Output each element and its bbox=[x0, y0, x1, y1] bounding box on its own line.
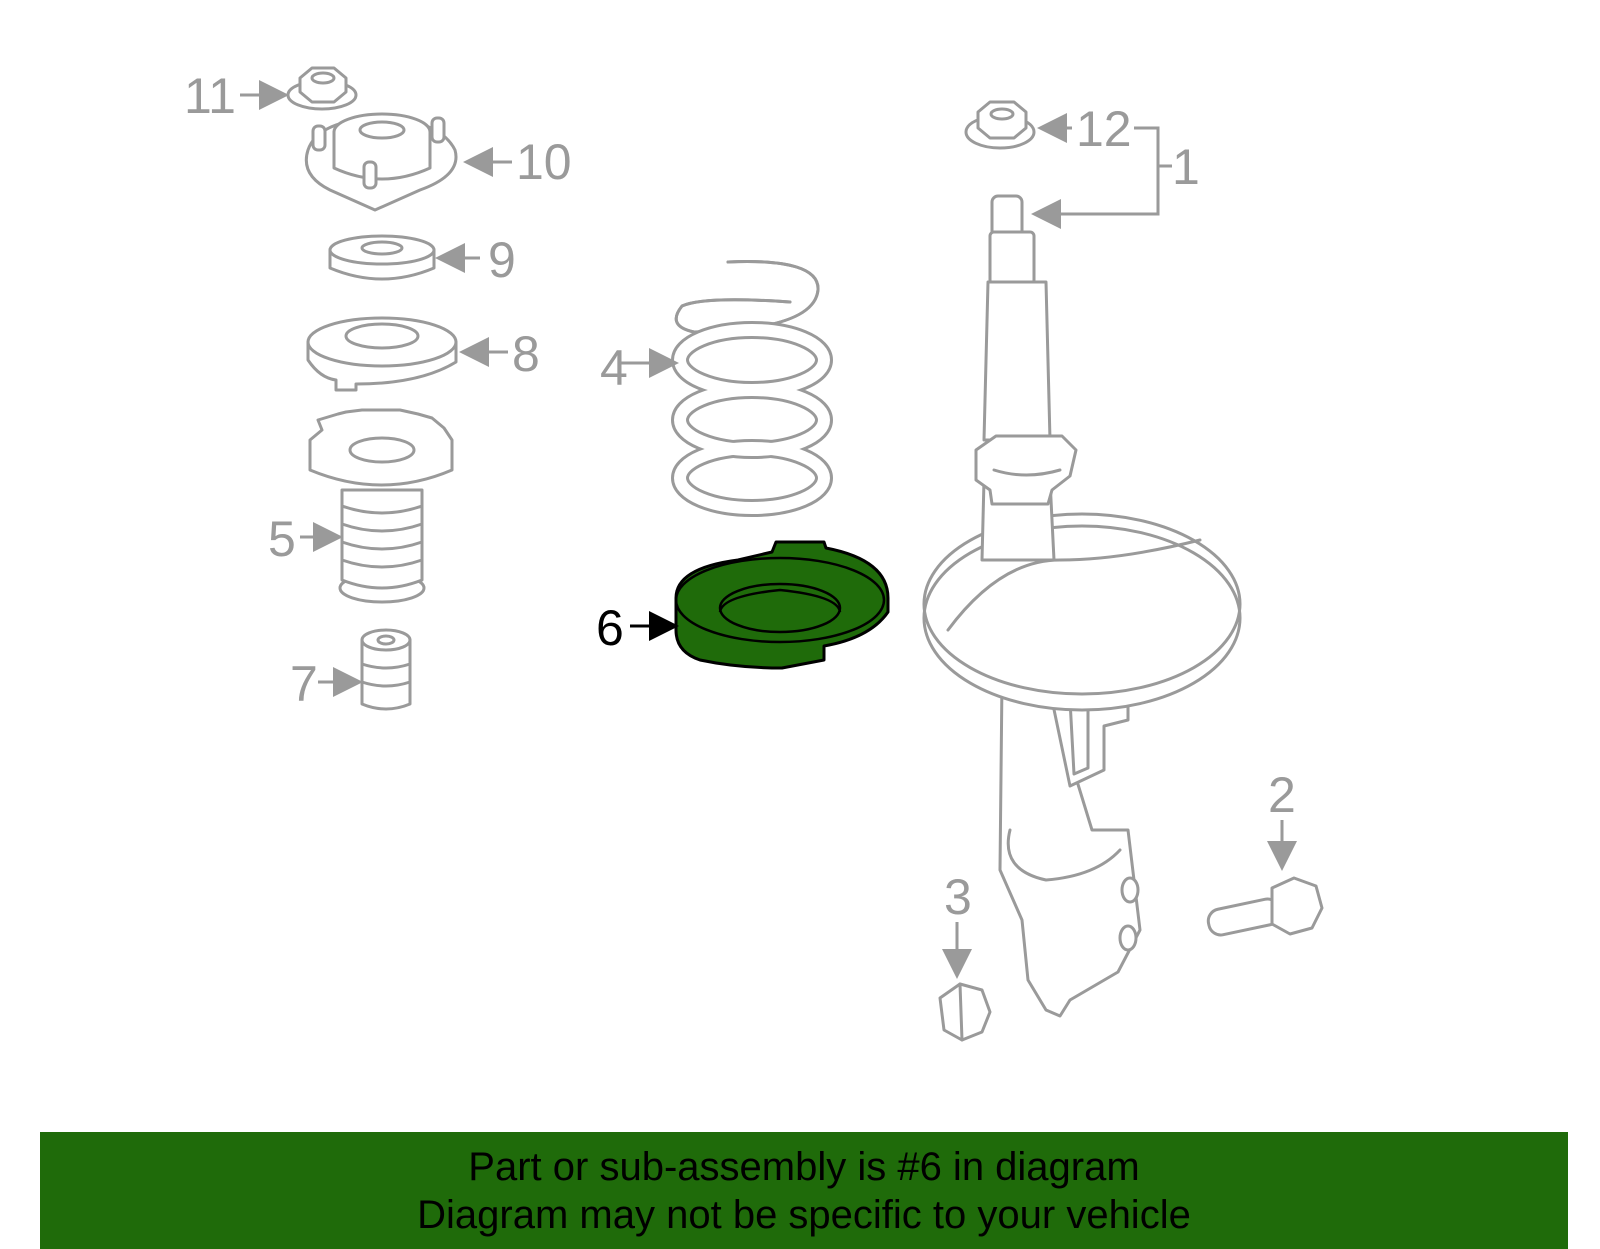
callout-11: 11 bbox=[184, 68, 236, 124]
callout-12: 12 bbox=[1076, 101, 1132, 157]
part-4-coil-spring[interactable] bbox=[671, 260, 833, 517]
callout-1: 1 bbox=[1172, 139, 1200, 195]
part-9-bearing[interactable] bbox=[328, 234, 436, 281]
callout-6: 6 bbox=[596, 600, 624, 656]
callout-labels: 11 10 9 8 4 5 6 7 12 1 2 3 bbox=[184, 68, 1296, 925]
callout-5: 5 bbox=[268, 511, 296, 567]
callout-7: 7 bbox=[290, 656, 318, 712]
callout-arrows bbox=[240, 80, 1297, 979]
info-banner: Part or sub-assembly is #6 in diagram Di… bbox=[40, 1132, 1568, 1249]
callout-10: 10 bbox=[516, 134, 572, 190]
part-8-upper-seat[interactable] bbox=[306, 316, 458, 392]
callout-2: 2 bbox=[1268, 767, 1296, 823]
part-7-bumper[interactable] bbox=[360, 628, 412, 711]
callout-3: 3 bbox=[944, 869, 972, 925]
banner-line-1: Part or sub-assembly is #6 in diagram bbox=[468, 1145, 1140, 1189]
part-3-nut[interactable] bbox=[938, 982, 992, 1042]
callout-9: 9 bbox=[488, 232, 516, 288]
callout-8: 8 bbox=[512, 326, 540, 382]
part-10-upper-mount[interactable] bbox=[304, 112, 458, 212]
part-2-bolt[interactable] bbox=[1206, 876, 1324, 937]
part-11-nut[interactable] bbox=[286, 66, 358, 111]
part-6-lower-seat-highlighted[interactable] bbox=[674, 540, 890, 670]
part-12-nut[interactable] bbox=[964, 100, 1036, 150]
part-1-strut-assembly[interactable] bbox=[922, 194, 1242, 1018]
banner-line-2: Diagram may not be specific to your vehi… bbox=[417, 1193, 1191, 1237]
part-5-bump-stop[interactable] bbox=[308, 408, 454, 604]
callout-4: 4 bbox=[600, 340, 628, 396]
